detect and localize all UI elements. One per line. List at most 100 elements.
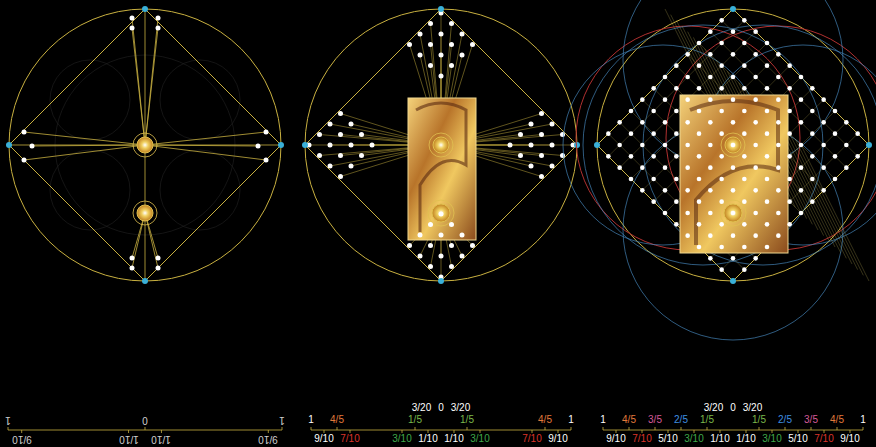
square-diamond bbox=[9, 9, 281, 281]
lattice-dot bbox=[617, 165, 622, 170]
lattice-dot bbox=[302, 142, 308, 148]
construction-line bbox=[454, 430, 455, 433]
construction-line bbox=[145, 145, 266, 160]
construction-line bbox=[620, 32, 756, 168]
lattice-dot bbox=[799, 120, 804, 125]
lattice-dot bbox=[449, 222, 454, 227]
lattice-dot bbox=[833, 131, 838, 136]
scale-label: 4/5 bbox=[829, 415, 845, 425]
lattice-dot bbox=[731, 75, 736, 80]
lattice-dot bbox=[776, 143, 781, 148]
lattice-dot bbox=[697, 222, 702, 227]
scale-label: 1 bbox=[567, 415, 575, 425]
lattice-dot bbox=[753, 256, 758, 261]
lattice-dot bbox=[460, 53, 465, 58]
construction-line bbox=[837, 427, 838, 430]
lattice-dot bbox=[708, 29, 713, 34]
golden-ring bbox=[428, 200, 454, 226]
lattice-dot bbox=[439, 53, 444, 58]
lattice-dot bbox=[708, 120, 713, 125]
lattice-dot bbox=[697, 41, 702, 46]
lattice-dot bbox=[529, 164, 534, 169]
panel-two bbox=[302, 6, 580, 284]
lattice-dot bbox=[753, 211, 758, 216]
scale-label: 1 bbox=[4, 415, 12, 425]
scale-label: 9/10 bbox=[839, 434, 860, 444]
lattice-dot bbox=[359, 153, 364, 158]
square-diamond bbox=[597, 9, 869, 281]
lattice-dot bbox=[428, 21, 433, 26]
lattice-dot bbox=[708, 165, 713, 170]
lattice-dot bbox=[719, 63, 724, 68]
lattice-dot bbox=[810, 86, 815, 91]
lattice-dot bbox=[731, 188, 736, 193]
lattice-dot bbox=[640, 143, 645, 148]
panel-figure bbox=[416, 103, 466, 232]
lattice-dot bbox=[742, 109, 747, 114]
construction-line bbox=[402, 430, 403, 433]
lattice-dot bbox=[697, 131, 702, 136]
lattice-dot bbox=[731, 29, 736, 34]
lattice-dot bbox=[731, 143, 736, 148]
lattice-dot bbox=[674, 86, 679, 91]
construction-line bbox=[681, 427, 682, 430]
lattice-dot bbox=[787, 222, 792, 227]
construction-line bbox=[532, 430, 533, 433]
scale-group bbox=[8, 427, 863, 433]
scale-label: 3/5 bbox=[647, 415, 663, 425]
scale-label: 7/10 bbox=[521, 434, 542, 444]
construction-line bbox=[603, 427, 604, 430]
lattice-dot bbox=[685, 143, 690, 148]
lattice-dot bbox=[776, 97, 781, 102]
scale-label: 1 bbox=[307, 415, 315, 425]
lattice-dot bbox=[529, 122, 534, 127]
lattice-dot bbox=[640, 165, 645, 170]
construction-line bbox=[824, 430, 825, 433]
blue-arc bbox=[583, 25, 823, 265]
lattice-dot bbox=[753, 97, 758, 102]
lattice-dot bbox=[708, 233, 713, 238]
construction-line bbox=[710, 32, 846, 168]
golden-disc bbox=[432, 204, 450, 222]
lattice-dot bbox=[731, 165, 736, 170]
lattice-dot bbox=[560, 153, 565, 158]
lattice-dot bbox=[719, 177, 724, 182]
lattice-dot bbox=[651, 86, 656, 91]
lattice-dot bbox=[418, 254, 423, 259]
golden-panel bbox=[680, 95, 788, 253]
lattice-dot bbox=[765, 245, 770, 250]
construction-line bbox=[467, 427, 468, 430]
lattice-dot bbox=[651, 131, 656, 136]
lattice-dot bbox=[765, 199, 770, 204]
lattice-dot bbox=[685, 97, 690, 102]
lattice-dot bbox=[765, 177, 770, 182]
lattice-dot bbox=[799, 165, 804, 170]
lattice-dot bbox=[810, 154, 815, 159]
lattice-dot bbox=[30, 144, 35, 149]
scale-label: 3/20 bbox=[450, 403, 471, 413]
lattice-dot bbox=[787, 177, 792, 182]
lattice-dot bbox=[574, 142, 580, 148]
lattice-dot bbox=[719, 245, 724, 250]
lattice-dot bbox=[719, 199, 724, 204]
lattice-dot bbox=[855, 154, 860, 159]
construction-line bbox=[801, 145, 869, 281]
lattice-dot bbox=[449, 63, 454, 68]
lattice-dot bbox=[359, 132, 364, 137]
lattice-dot bbox=[640, 97, 645, 102]
lattice-dot bbox=[156, 16, 161, 21]
lattice-dot bbox=[317, 132, 322, 137]
scale-label: 0 bbox=[729, 403, 737, 413]
scale-label: 3/20 bbox=[703, 403, 724, 413]
lattice-dot bbox=[787, 131, 792, 136]
lattice-dot bbox=[256, 144, 261, 149]
scale-label: 3/10 bbox=[469, 434, 490, 444]
scale-label: 4/5 bbox=[537, 415, 553, 425]
lattice-dot bbox=[776, 52, 781, 57]
lattice-dot bbox=[550, 164, 555, 169]
lattice-dot bbox=[449, 264, 454, 269]
lattice-dot bbox=[438, 278, 444, 284]
scale-label: 3/10 bbox=[391, 434, 412, 444]
construction-line bbox=[720, 430, 721, 433]
